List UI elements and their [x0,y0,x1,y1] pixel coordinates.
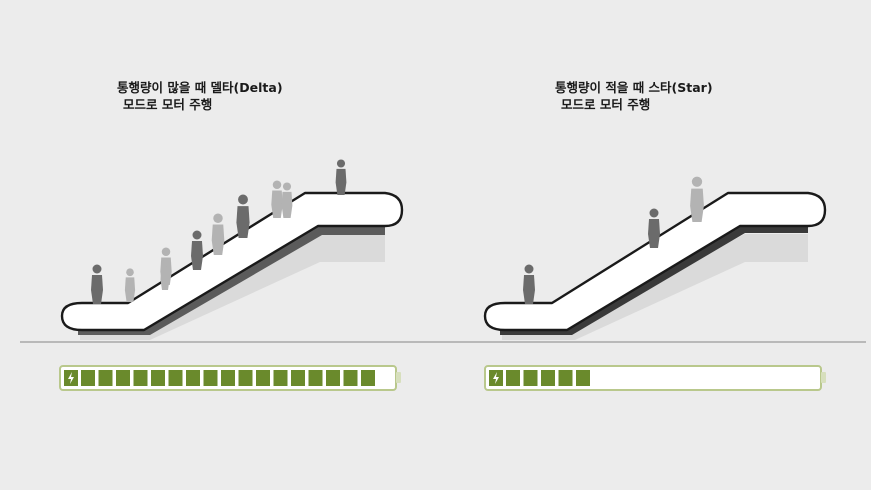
delta-passenger-icon [211,213,225,255]
star-battery-segment [558,370,573,386]
delta-passenger-icon [236,194,250,238]
star-mode-caption: 통행량이 적을 때 스타(Star) 모드로 모터 주행 [555,79,713,113]
delta-battery-segment [343,370,358,386]
star-battery-segment [541,370,555,386]
delta-caption-line-1: 통행량이 많을 때 델타(Delta) [117,80,283,95]
star-battery-segment [523,370,538,386]
delta-battery-segment [186,370,200,386]
delta-passenger-icon [281,182,293,218]
star-passenger-icon [523,264,535,304]
delta-escalator-steps [78,225,385,335]
star-passenger-icon [648,208,660,248]
star-caption-line-2: 모드로 모터 주행 [561,97,651,112]
delta-battery-segment [151,370,165,386]
delta-passengers [91,159,347,304]
lightning-bolt-icon [68,372,74,384]
star-passengers [523,176,704,304]
star-passenger-icon [690,176,704,222]
delta-battery-segment [221,370,235,386]
delta-battery-segment [133,370,148,386]
delta-battery-segment [361,370,375,386]
delta-battery-segment [203,370,218,386]
delta-battery-segment [308,370,323,386]
star-battery-segment [506,370,520,386]
star-escalator-shadow [502,234,808,340]
delta-passenger-icon [271,180,283,218]
delta-battery-segment [273,370,288,386]
delta-battery-segment [81,370,95,386]
delta-battery-segment [326,370,340,386]
delta-passenger-icon [335,159,347,195]
star-battery-cap [821,372,826,383]
delta-passenger-icon [124,268,136,302]
star-caption-line-1: 통행량이 적을 때 스타(Star) [555,80,713,95]
delta-escalator-handrail [60,191,404,332]
star-escalator-handrail [483,191,827,332]
star-escalator-steps [500,224,808,335]
delta-passenger-icon [191,230,203,270]
delta-caption-line-2: 모드로 모터 주행 [123,97,213,112]
star-escalator [483,191,827,340]
delta-battery-cells [64,370,375,386]
star-battery-cells [489,370,590,386]
delta-battery-segment [291,370,305,386]
delta-battery-segment [238,370,253,386]
delta-battery-segment [116,370,130,386]
delta-battery-segment [256,370,270,386]
delta-passenger-icon [160,260,170,290]
star-battery [484,365,826,391]
star-battery-segment [576,370,590,386]
delta-battery-segment [168,370,183,386]
delta-battery-segment [98,370,113,386]
lightning-bolt-icon [493,372,499,384]
delta-mode-caption: 통행량이 많을 때 델타(Delta) 모드로 모터 주행 [117,79,283,113]
delta-battery [59,365,401,391]
delta-battery-cap [396,372,401,383]
delta-escalator [60,191,404,340]
delta-passenger-icon [91,264,103,304]
